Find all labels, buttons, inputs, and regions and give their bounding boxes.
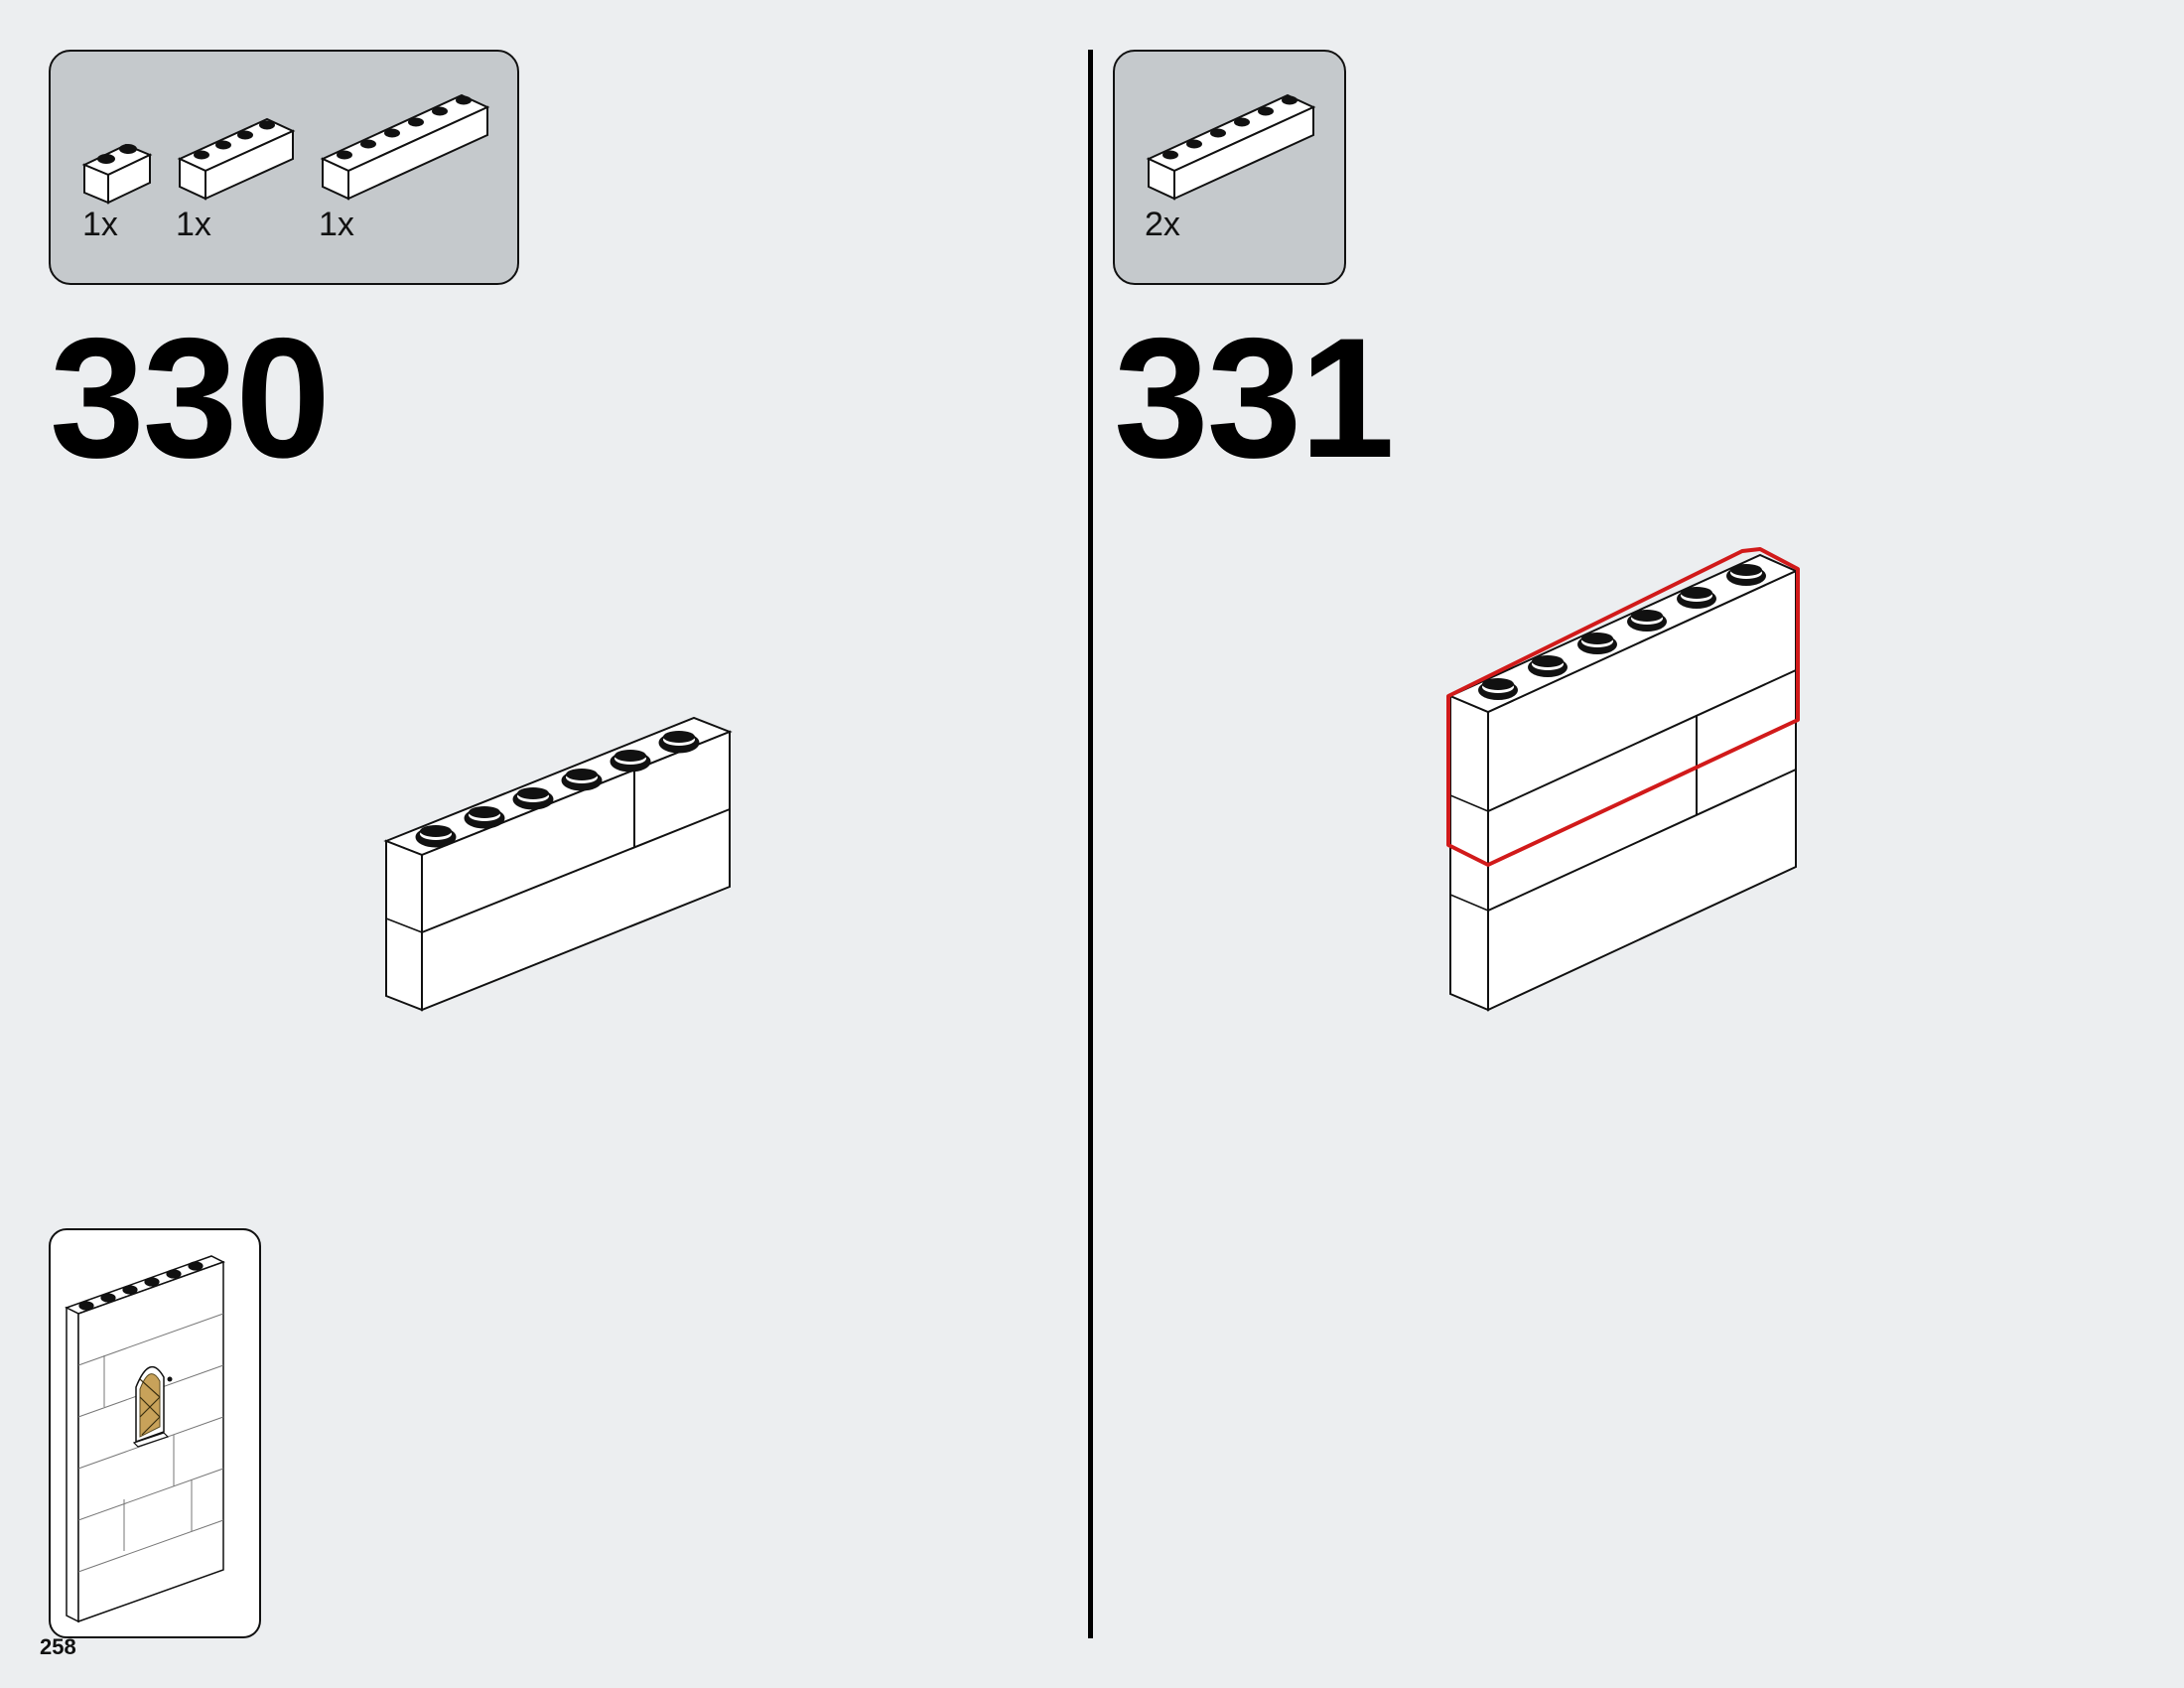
brick-1x6-icon [1146,93,1316,201]
part-qty: 1x [176,206,211,243]
step-330-assembly [383,716,733,1012]
step-number: 331 [1114,303,1395,493]
page-number: 258 [40,1634,76,1659]
wall-with-window-icon [65,1255,225,1623]
part-qty: 1x [319,206,354,243]
brick-1x4-icon [177,117,296,201]
submodel-preview [49,1228,261,1638]
step-331-assembly [1446,547,1800,1012]
brick-1x6-icon [320,93,490,201]
new-brick-highlight [1446,547,1800,867]
step-number: 330 [50,303,331,493]
parts-callout-step-331: 2x [1113,50,1346,285]
step-divider [1088,50,1093,1638]
part-qty: 2x [1145,206,1180,243]
brick-1x2-icon [81,143,153,205]
part-qty: 1x [82,206,118,243]
parts-callout-step-330: 1x 1x 1x [49,50,519,285]
